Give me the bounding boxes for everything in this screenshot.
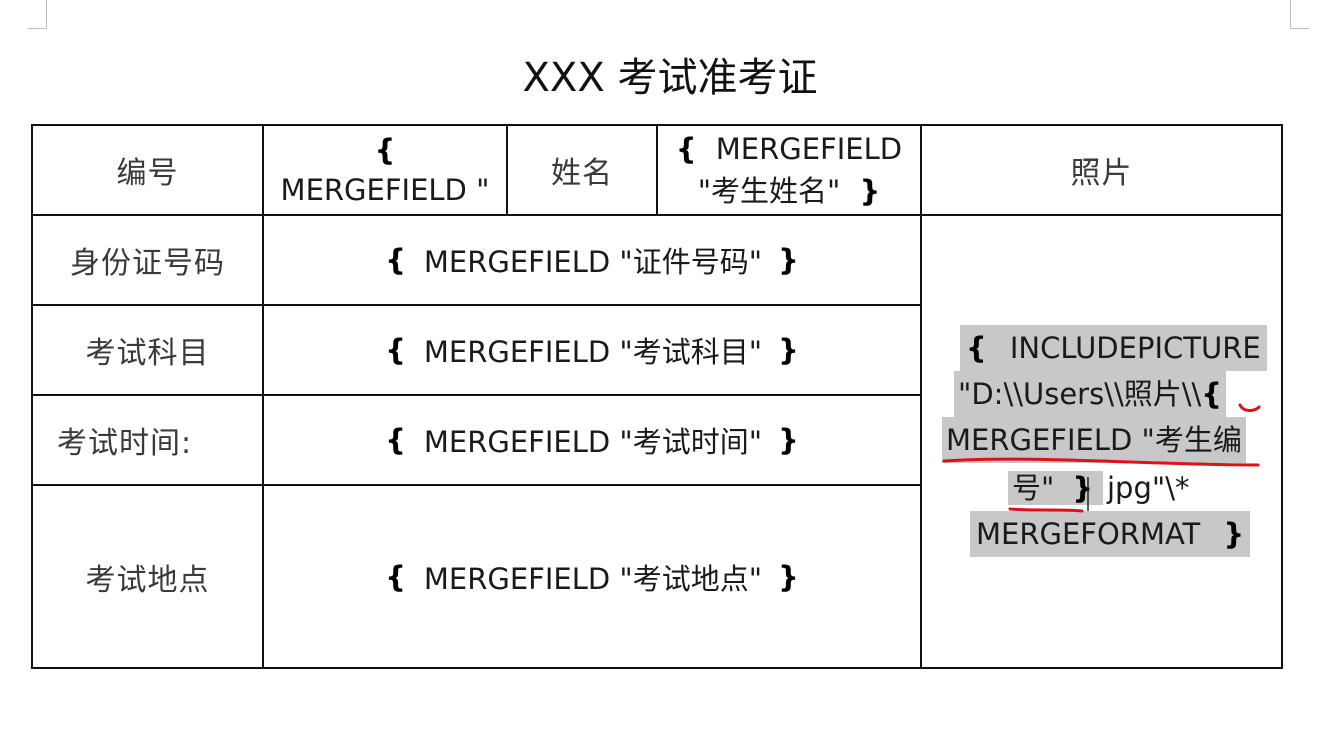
file-extension: jpg"\* — [1107, 471, 1190, 505]
name-label-cell: 姓名 — [508, 126, 656, 214]
name-field-cell[interactable]: { MERGEFIELD "考生姓名" } — [658, 126, 920, 214]
name-merge-field-keyword: MERGEFIELD — [715, 132, 903, 166]
field-open-brace: { — [966, 331, 987, 365]
place-merge-field: MERGEFIELD "考试地点" — [423, 561, 763, 596]
field-close-brace: } — [859, 174, 881, 208]
photo-field-line-3: MERGEFIELD "考生编 — [942, 417, 1246, 463]
field-close-brace: } — [1223, 517, 1245, 551]
photo-field-line-4: 号"} jpg"\* — [1008, 465, 1189, 511]
subject-label: 考试科目 — [85, 336, 210, 371]
table-col-divider — [656, 124, 658, 216]
id-field-cell[interactable]: { MERGEFIELD "证件号码" } — [264, 216, 920, 304]
field-close-brace: } — [778, 243, 799, 277]
subject-label-cell: 考试科目 — [33, 306, 262, 394]
number-label: 编号 — [116, 156, 179, 191]
time-field-cell[interactable]: { MERGEFIELD "考试时间" } — [264, 396, 920, 484]
field-close-brace: } — [778, 559, 799, 594]
id-label-cell: 身份证号码 — [33, 216, 262, 304]
place-field-cell[interactable]: { MERGEFIELD "考试地点" } — [264, 486, 920, 667]
field-open-brace: { — [385, 559, 406, 594]
table-border-right — [1281, 124, 1283, 669]
number-field-cell[interactable]: { MERGEFIELD " — [264, 126, 506, 214]
time-label-cell: 考试时间: — [33, 396, 262, 484]
subject-merge-field: MERGEFIELD "考试科目" — [423, 335, 763, 369]
number-label-cell: 编号 — [33, 126, 262, 214]
photo-label-cell: 照片 — [922, 126, 1281, 214]
picture-path: "D:\\Users\\照片\\ — [958, 377, 1202, 411]
photo-label: 照片 — [1070, 156, 1133, 191]
time-label: 考试时间: — [57, 426, 193, 461]
field-open-brace: { — [374, 133, 396, 167]
table-row-divider — [31, 304, 922, 306]
field-open-brace: { — [385, 423, 406, 457]
nested-merge-field-end: 号" — [1008, 471, 1059, 505]
photo-field-cell[interactable]: { INCLUDEPICTURE "D:\\Users\\照片\\{ MERGE… — [922, 215, 1282, 667]
number-merge-field: MERGEFIELD " — [280, 173, 490, 207]
photo-field-line-2: "D:\\Users\\照片\\{ — [954, 371, 1226, 417]
red-underline-brace — [1238, 403, 1261, 412]
includepicture-keyword: INCLUDEPICTURE — [1009, 331, 1261, 365]
field-open-brace: { — [385, 243, 406, 277]
crop-mark-top-right — [1290, 0, 1309, 29]
name-field-line-2: "考生姓名" } — [698, 170, 881, 212]
field-open-brace: { — [385, 333, 406, 367]
nested-field-open-brace: { — [1201, 377, 1222, 411]
subject-field-cell[interactable]: { MERGEFIELD "考试科目" } — [264, 306, 920, 394]
photo-field-line-5: MERGEFORMAT } — [970, 511, 1251, 557]
field-close-brace: } — [778, 333, 799, 367]
place-label: 考试地点 — [85, 562, 210, 598]
nested-merge-field: MERGEFIELD "考生编 — [946, 423, 1242, 457]
id-merge-field: MERGEFIELD "证件号码" — [423, 245, 763, 279]
nested-field-close-brace: } — [1072, 471, 1093, 505]
document-title: XXX 考试准考证 — [522, 55, 818, 101]
id-label: 身份证号码 — [70, 246, 225, 281]
table-border-bottom — [31, 667, 1283, 669]
place-label-cell: 考试地点 — [33, 486, 262, 667]
table-col-divider — [262, 124, 264, 669]
name-field-line-1: { MERGEFIELD — [676, 128, 902, 170]
name-merge-field-name: "考生姓名" — [697, 174, 841, 208]
table-col-divider — [920, 124, 922, 669]
table-border-left — [31, 124, 33, 669]
name-label: 姓名 — [551, 156, 613, 191]
mergeformat-switch: MERGEFORMAT — [976, 517, 1201, 551]
photo-field-line-1: { INCLUDEPICTURE — [960, 325, 1267, 371]
table-col-divider — [506, 124, 508, 216]
field-close-brace: } — [778, 423, 799, 457]
table-row-divider — [31, 484, 922, 486]
nested-field-close-brace-wrap: } — [1058, 471, 1103, 505]
time-merge-field: MERGEFIELD "考试时间" — [423, 425, 763, 459]
table-row-divider — [31, 394, 922, 396]
crop-mark-top-left — [28, 0, 47, 29]
field-open-brace: { — [675, 132, 697, 166]
